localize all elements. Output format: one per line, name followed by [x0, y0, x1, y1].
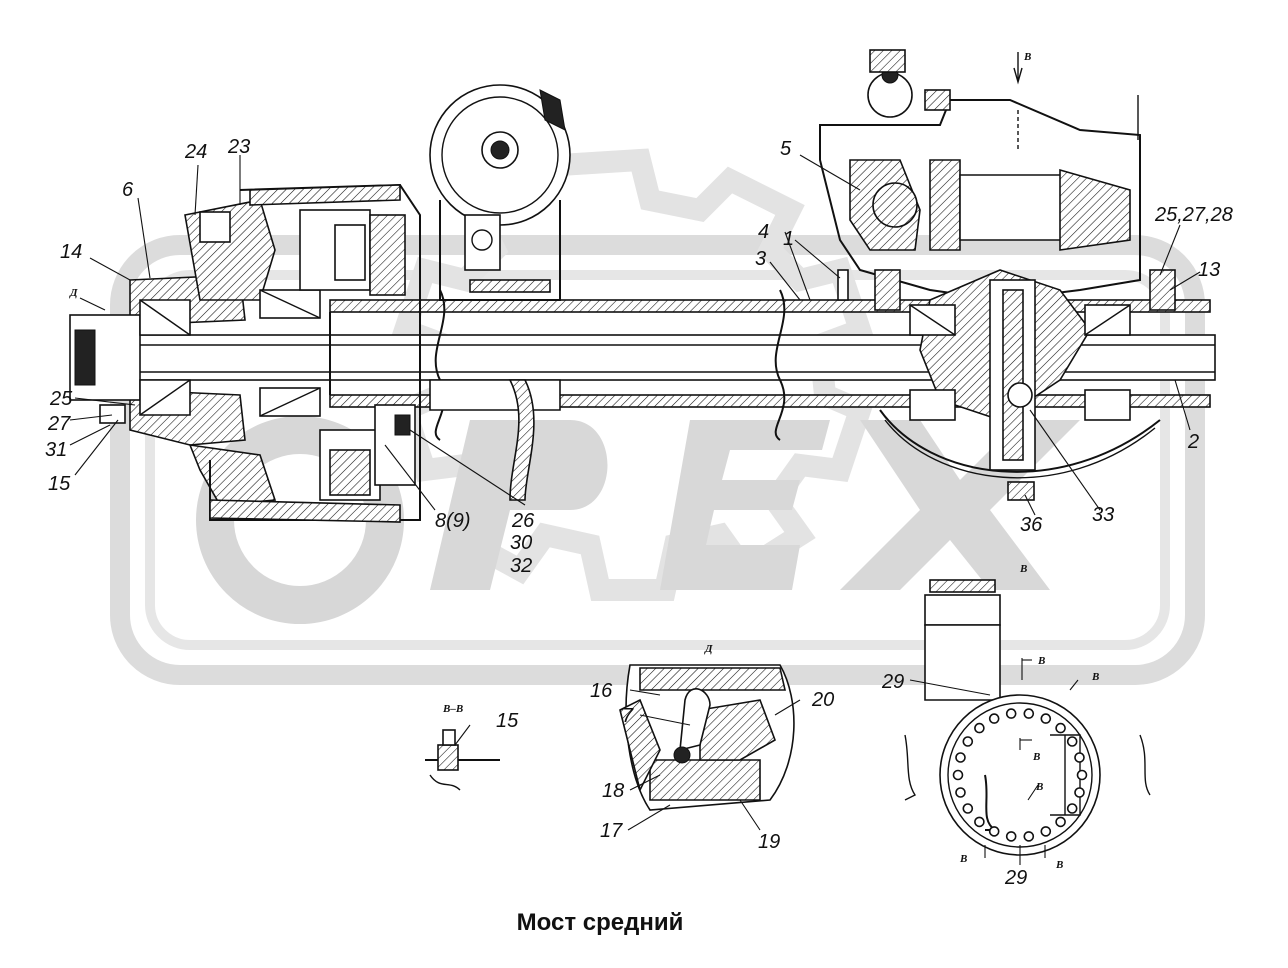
callout-15a: 15: [48, 473, 71, 495]
diagram-title: Мост средний: [517, 909, 684, 936]
callout-1: 1: [783, 228, 794, 250]
callout-6: 6: [122, 179, 134, 201]
view-mark-b5: В: [959, 853, 967, 865]
detail-d: [619, 664, 795, 811]
bolt-hole: [1066, 736, 1078, 747]
bolt-hole: [988, 713, 1000, 724]
callout-26: 26: [511, 510, 535, 532]
callout-36: 36: [1020, 514, 1043, 536]
final-drive: [819, 49, 1176, 501]
bolt-hole: [1066, 803, 1078, 814]
bolt-hole: [1040, 713, 1052, 724]
bolt-hole: [988, 826, 1000, 837]
callout-30: 30: [510, 532, 532, 554]
callout-24: 24: [184, 141, 207, 163]
view-mark-b1: В: [1037, 655, 1045, 667]
callout-25b: 25,27,28: [1154, 204, 1233, 226]
callout-5: 5: [780, 138, 792, 160]
bolt-hole: [1005, 708, 1017, 719]
bolt-hole: [962, 736, 974, 747]
bolt-hole: [1040, 826, 1052, 837]
wheel-hub-left: [69, 199, 321, 506]
bolt-hole: [1074, 752, 1085, 763]
view-marks: Д Д В В В–В В В В В В В: [69, 51, 1099, 871]
bolt-hole: [1023, 831, 1035, 842]
bolt-hole: [1074, 787, 1085, 798]
bolt-hole: [955, 787, 966, 798]
bolt-hole: [1023, 708, 1035, 719]
callout-15b: 15: [496, 710, 519, 732]
callout-20: 20: [811, 689, 834, 711]
callout-32: 32: [510, 555, 532, 577]
view-mark-b-top: В: [1023, 51, 1031, 63]
callout-25: 25: [49, 388, 73, 410]
callout-23: 23: [227, 136, 250, 158]
callout-16: 16: [590, 680, 613, 702]
view-mark-b6: В: [1055, 859, 1063, 871]
callout-29a: 29: [881, 671, 904, 693]
bolt-hole: [974, 816, 985, 828]
view-mark-b-bottom: В: [1019, 563, 1027, 575]
bolt-hole: [1055, 722, 1066, 734]
view-mark-d-main: Д: [69, 287, 78, 299]
bolt-hole: [962, 803, 974, 814]
callout-2: 2: [1187, 431, 1199, 453]
callout-27: 27: [47, 413, 71, 435]
callout-8: 8(9): [435, 510, 471, 532]
bolt-hole: [955, 752, 966, 763]
leader-lines: [69, 154, 1201, 865]
callout-17: 17: [600, 820, 623, 842]
brake-drum: [209, 183, 421, 523]
callout-19: 19: [758, 831, 780, 853]
callout-18: 18: [602, 780, 624, 802]
view-mark-b4: В: [1035, 781, 1043, 793]
brake-chamber: [429, 84, 571, 501]
callout-14: 14: [60, 241, 82, 263]
bolt-hole: [1005, 831, 1017, 842]
bolt-hole: [1055, 816, 1066, 828]
view-mark-b2: В: [1091, 671, 1099, 683]
view-mark-b3: В: [1032, 751, 1040, 763]
callouts: 1 2 3 4 5 6 7 8(9) 13 14 15 15 16 17 18 …: [45, 136, 1233, 889]
callout-4: 4: [758, 221, 769, 243]
section-b: [425, 729, 500, 791]
view-mark-b-section: В–В: [442, 703, 463, 715]
callout-13: 13: [1198, 259, 1220, 281]
callout-7: 7: [622, 705, 634, 727]
bolt-hole: [952, 769, 964, 781]
callout-33: 33: [1092, 504, 1114, 526]
callout-29b: 29: [1004, 867, 1027, 889]
bolt-hole: [974, 722, 985, 734]
bolt-hole: [1076, 769, 1088, 781]
callout-31: 31: [45, 439, 67, 461]
flange-bolt-holes: [952, 708, 1088, 842]
callout-3: 3: [755, 248, 766, 270]
view-mark-d-detail: Д: [704, 643, 713, 655]
flange-view: [904, 579, 1151, 856]
